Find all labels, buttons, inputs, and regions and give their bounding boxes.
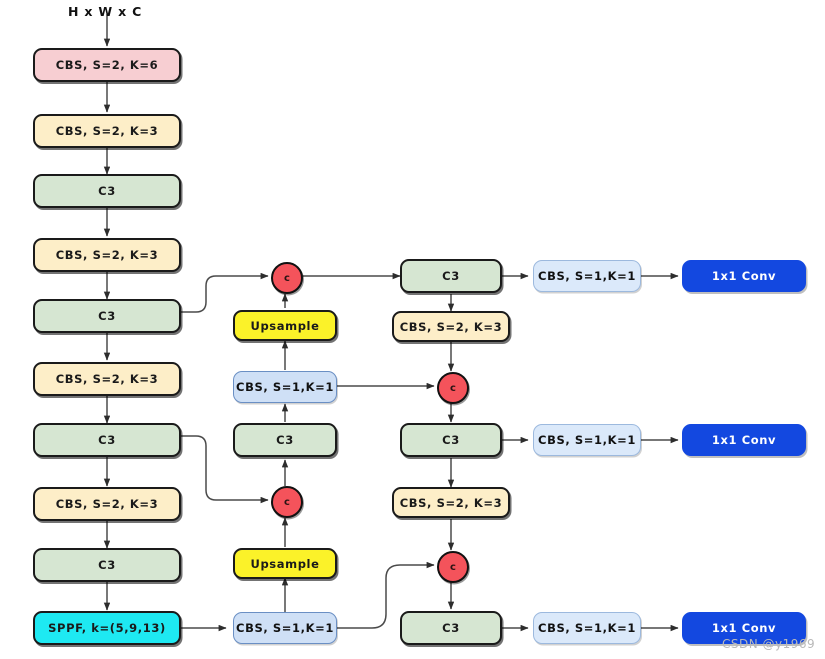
backbone-block-c3-1[interactable]: C3 <box>33 174 181 208</box>
detect-head-conv-1[interactable]: 1x1 Conv <box>682 260 806 292</box>
concat-node-3[interactable]: c <box>437 372 469 404</box>
pafpn-block-cbs-s2-k3-1[interactable]: CBS, S=2, K=3 <box>392 311 510 342</box>
neck-block-cbs-s1-k1-1[interactable]: CBS, S=1,K=1 <box>233 371 337 403</box>
pafpn-block-cbs-s2-k3-2[interactable]: CBS, S=2, K=3 <box>392 487 510 518</box>
neck-block-cbs-s1-k1-2[interactable]: CBS, S=1,K=1 <box>233 612 337 644</box>
pafpn-block-c3-3[interactable]: C3 <box>400 611 502 645</box>
detect-head-cbs-3[interactable]: CBS, S=1,K=1 <box>533 612 641 644</box>
concat-node-1[interactable]: c <box>271 262 303 294</box>
pafpn-block-c3-1[interactable]: C3 <box>400 259 502 293</box>
detect-head-cbs-1[interactable]: CBS, S=1,K=1 <box>533 260 641 292</box>
backbone-block-c3-4[interactable]: C3 <box>33 548 181 582</box>
backbone-block-cbs-s2-k3-1[interactable]: CBS, S=2, K=3 <box>33 114 181 148</box>
backbone-block-cbs-s2-k3-3[interactable]: CBS, S=2, K=3 <box>33 362 181 396</box>
input-shape-label: H x W x C <box>68 4 143 19</box>
pafpn-block-c3-2[interactable]: C3 <box>400 423 502 457</box>
detect-head-conv-2[interactable]: 1x1 Conv <box>682 424 806 456</box>
concat-node-2[interactable]: c <box>271 486 303 518</box>
backbone-block-c3-2[interactable]: C3 <box>33 299 181 333</box>
watermark: CSDN @y1969 <box>722 637 816 651</box>
detect-head-cbs-2[interactable]: CBS, S=1,K=1 <box>533 424 641 456</box>
neck-block-upsample-1[interactable]: Upsample <box>233 310 337 341</box>
concat-node-4[interactable]: c <box>437 551 469 583</box>
backbone-block-cbs-s2-k6[interactable]: CBS, S=2, K=6 <box>33 48 181 82</box>
detect-head-conv-3[interactable]: 1x1 Conv <box>682 612 806 644</box>
backbone-block-cbs-s2-k3-2[interactable]: CBS, S=2, K=3 <box>33 238 181 272</box>
neck-block-c3[interactable]: C3 <box>233 423 337 457</box>
neck-block-upsample-2[interactable]: Upsample <box>233 548 337 579</box>
backbone-block-cbs-s2-k3-4[interactable]: CBS, S=2, K=3 <box>33 487 181 521</box>
backbone-block-sppf[interactable]: SPPF, k=(5,9,13) <box>33 611 181 645</box>
backbone-block-c3-3[interactable]: C3 <box>33 423 181 457</box>
